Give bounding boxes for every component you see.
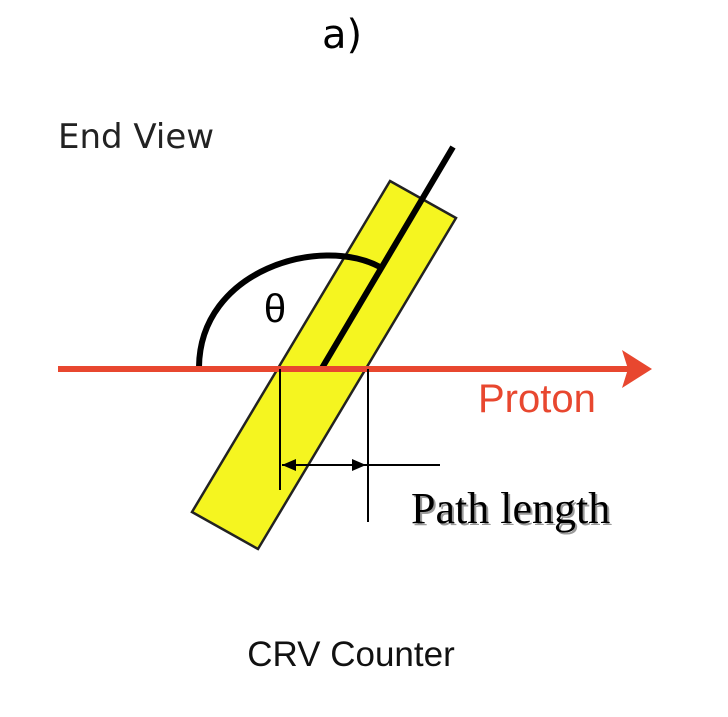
caption: CRV Counter — [247, 635, 455, 674]
path-length-label-shadow: Path length — [413, 486, 612, 535]
path-length-label: Path length — [411, 484, 610, 533]
dimension-arrow-right — [352, 459, 366, 471]
panel-label: a) — [322, 12, 362, 58]
dimension-arrow-left — [282, 459, 296, 471]
proton-arrowhead — [622, 350, 652, 388]
angle-arc — [196, 252, 382, 368]
track-line — [319, 145, 456, 370]
proton-label: Proton — [478, 377, 596, 421]
view-label: End View — [58, 117, 214, 157]
angle-theta-label: θ — [264, 287, 286, 331]
